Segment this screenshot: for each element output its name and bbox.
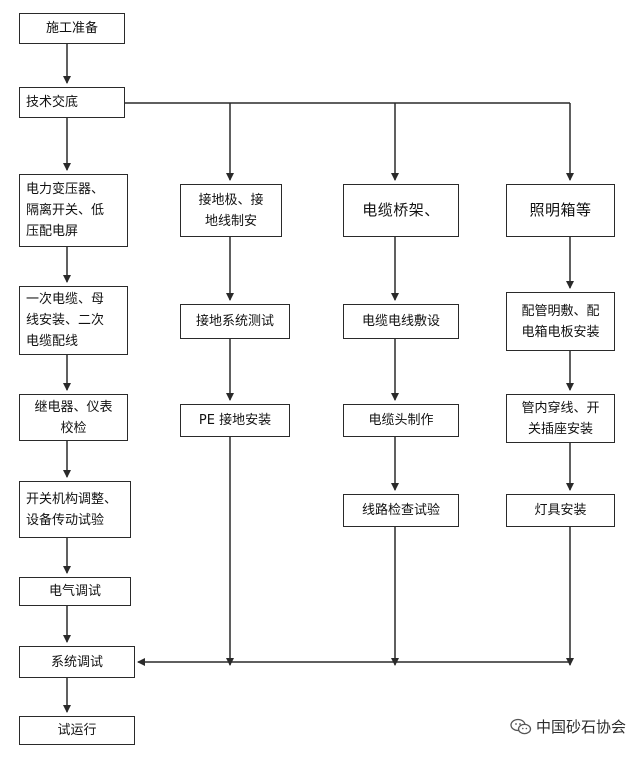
node-label: 管内穿线、开 关插座安装 bbox=[521, 400, 600, 437]
node-cable-laying: 电缆电线敷设 bbox=[343, 304, 459, 339]
node-label: 电气调试 bbox=[48, 584, 101, 599]
node-label: 接地极、接 地线制安 bbox=[198, 192, 264, 229]
node-label: 电缆头制作 bbox=[368, 413, 434, 428]
node-label: 系统调试 bbox=[50, 654, 103, 670]
node-label: 电力变压器、 隔离开关、低 压配电屏 bbox=[26, 182, 105, 239]
node-conduit-install: 配管明敷、配 电箱电板安装 bbox=[506, 292, 615, 351]
node-cable-head: 电缆头制作 bbox=[343, 404, 459, 437]
node-label: 接地系统测试 bbox=[195, 314, 274, 329]
wechat-icon bbox=[510, 718, 532, 736]
node-label: 照明箱等 bbox=[529, 201, 592, 219]
node-electrical-debug: 电气调试 bbox=[19, 577, 131, 606]
watermark-text: 中国砂石协会 bbox=[535, 718, 626, 736]
node-system-debug: 系统调试 bbox=[19, 646, 135, 678]
node-label: 开关机构调整、 设备传动试验 bbox=[26, 491, 118, 528]
node-grounding-test: 接地系统测试 bbox=[180, 304, 290, 339]
node-pe-grounding: PE 接地安装 bbox=[180, 404, 290, 437]
node-label: 线路检查试验 bbox=[361, 503, 440, 518]
node-label: 一次电缆、母 线安装、二次 电缆配线 bbox=[26, 292, 105, 349]
node-lighting-box: 照明箱等 bbox=[506, 184, 615, 237]
node-label: 技术交底 bbox=[26, 95, 79, 110]
watermark: 中国砂石协会 bbox=[510, 716, 626, 737]
node-wire-threading: 管内穿线、开 关插座安装 bbox=[506, 394, 615, 443]
node-trial-run: 试运行 bbox=[19, 716, 135, 745]
node-tech-briefing: 技术交底 bbox=[19, 87, 125, 118]
node-label: PE 接地安装 bbox=[198, 413, 272, 428]
node-cable-tray: 电缆桥架、 bbox=[343, 184, 459, 237]
node-power-equipment: 电力变压器、 隔离开关、低 压配电屏 bbox=[19, 174, 128, 247]
node-label: 施工准备 bbox=[45, 21, 98, 36]
node-label: 灯具安装 bbox=[534, 503, 587, 518]
node-label: 电缆电线敷设 bbox=[361, 314, 440, 329]
node-grounding-fabrication: 接地极、接 地线制安 bbox=[180, 184, 282, 237]
node-label: 试运行 bbox=[57, 723, 97, 738]
node-line-inspection: 线路检查试验 bbox=[343, 494, 459, 527]
node-construction-prep: 施工准备 bbox=[19, 13, 125, 44]
node-label: 电缆桥架、 bbox=[362, 201, 440, 219]
node-cabling: 一次电缆、母 线安装、二次 电缆配线 bbox=[19, 286, 128, 355]
node-relay-calibration: 继电器、仪表 校检 bbox=[19, 394, 128, 441]
node-label: 继电器、仪表 校检 bbox=[34, 399, 113, 436]
node-switch-adjustment: 开关机构调整、 设备传动试验 bbox=[19, 481, 131, 538]
node-label: 配管明敷、配 电箱电板安装 bbox=[521, 303, 600, 340]
node-lamp-install: 灯具安装 bbox=[506, 494, 615, 527]
